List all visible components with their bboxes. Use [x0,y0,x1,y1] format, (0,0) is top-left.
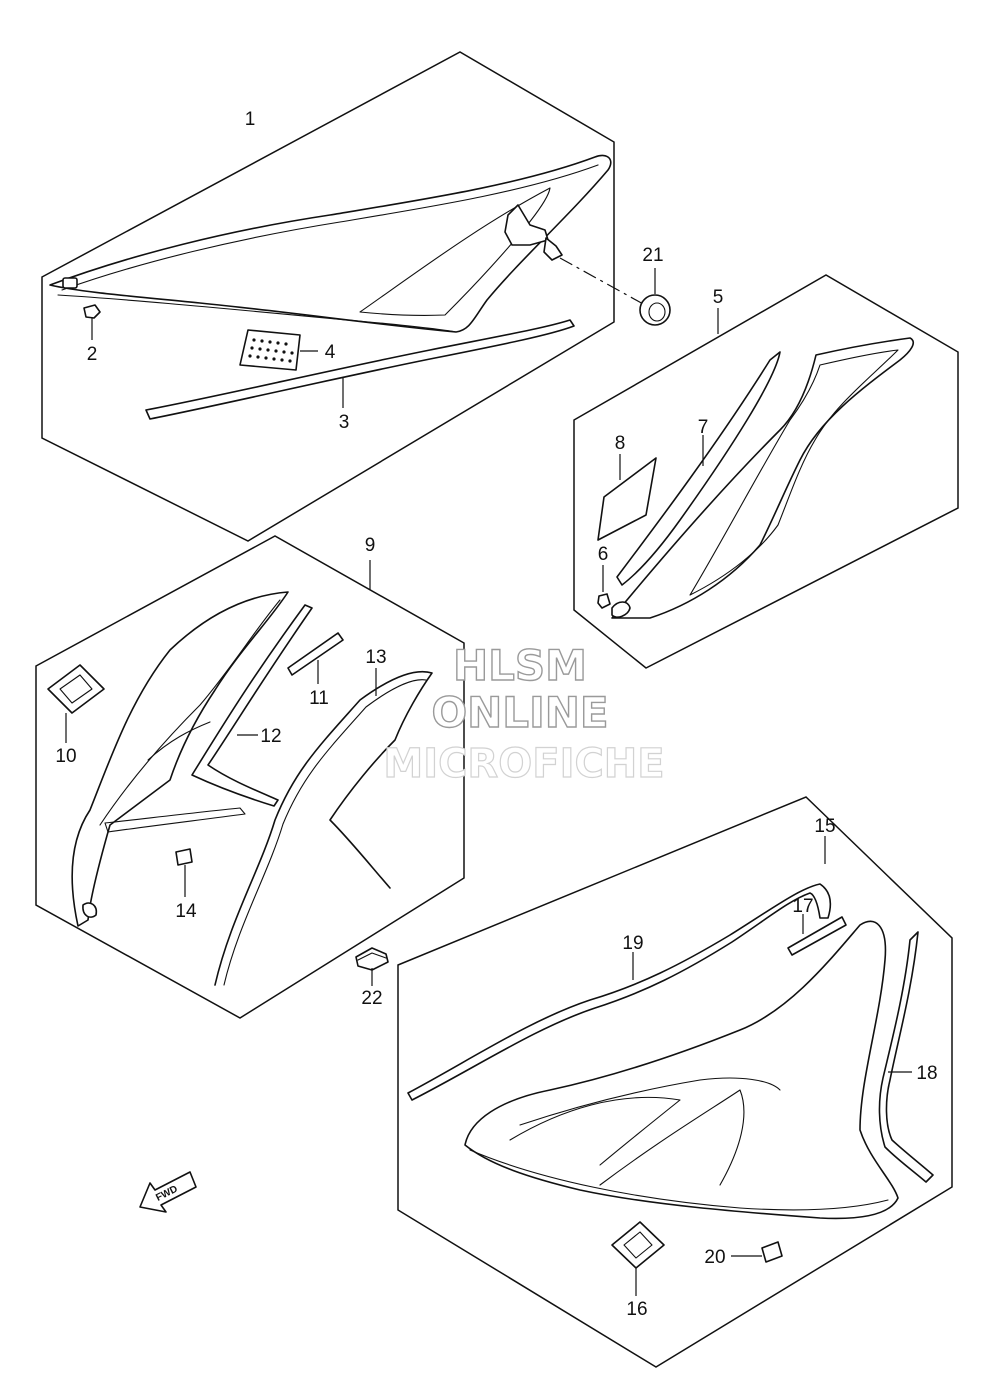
callout-16: 16 [626,1299,647,1320]
callout-8: 8 [615,433,626,454]
strip-part-12[interactable] [191,604,313,807]
callout-13: 13 [365,647,386,668]
callout-2: 2 [87,344,98,365]
clip-part-6[interactable] [597,593,611,609]
clip-part-2[interactable] [83,304,101,319]
side-cover-part-15[interactable] [464,920,899,1220]
callout-12: 12 [260,726,281,747]
group-9-outline [35,535,465,1019]
pad-part-11[interactable] [287,632,344,676]
watermark-line-2: ONLINE [431,688,608,737]
callout-22: 22 [361,988,382,1009]
frame-cover-part-9[interactable] [71,591,289,927]
trim-part-19[interactable] [407,883,832,1101]
pad-part-17[interactable] [787,916,847,956]
clip-part-14[interactable] [175,848,193,866]
fwd-arrow-icon: FWD [139,1171,197,1213]
callout-19: 19 [622,933,643,954]
group-5-outline [573,274,959,669]
callout-11: 11 [309,688,329,709]
strip-part-7[interactable] [616,351,781,586]
callout-5: 5 [713,287,724,308]
callout-9: 9 [365,535,376,556]
watermark: HLSM ONLINE MICROFICHE [383,640,665,787]
callout-18: 18 [916,1063,937,1084]
frame-cover-part-1[interactable] [49,154,612,333]
dash-line-21 [559,257,646,306]
watermark-line-1: HLSM [453,641,587,690]
callout-17: 17 [792,896,813,917]
callout-10: 10 [55,746,76,767]
side-cover-part-5[interactable] [611,337,915,619]
group-1-outline [41,51,615,542]
pad-part-8[interactable] [597,457,657,541]
callout-6: 6 [598,544,609,565]
watermark-line-3: MICROFICHE [383,741,664,787]
strip-part-18[interactable] [878,931,934,1183]
emblem-part-10[interactable] [47,664,105,714]
clip-part-20[interactable] [761,1241,783,1263]
callout-4: 4 [325,342,336,363]
strip-part-13[interactable] [214,670,433,986]
callout-7: 7 [698,417,709,438]
callout-20: 20 [704,1247,725,1268]
callout-14: 14 [175,901,197,922]
emblem-part-16[interactable] [611,1221,665,1269]
reflector-part-4[interactable] [239,329,301,371]
clip-part-22[interactable] [355,947,389,971]
group-15-outline [397,796,953,1368]
trim-strip-part-3[interactable] [145,319,575,420]
callout-21: 21 [642,245,663,266]
callout-3: 3 [339,412,350,433]
callout-15: 15 [814,816,835,837]
callout-1: 1 [245,109,256,130]
grommet-part-21[interactable] [639,294,671,326]
